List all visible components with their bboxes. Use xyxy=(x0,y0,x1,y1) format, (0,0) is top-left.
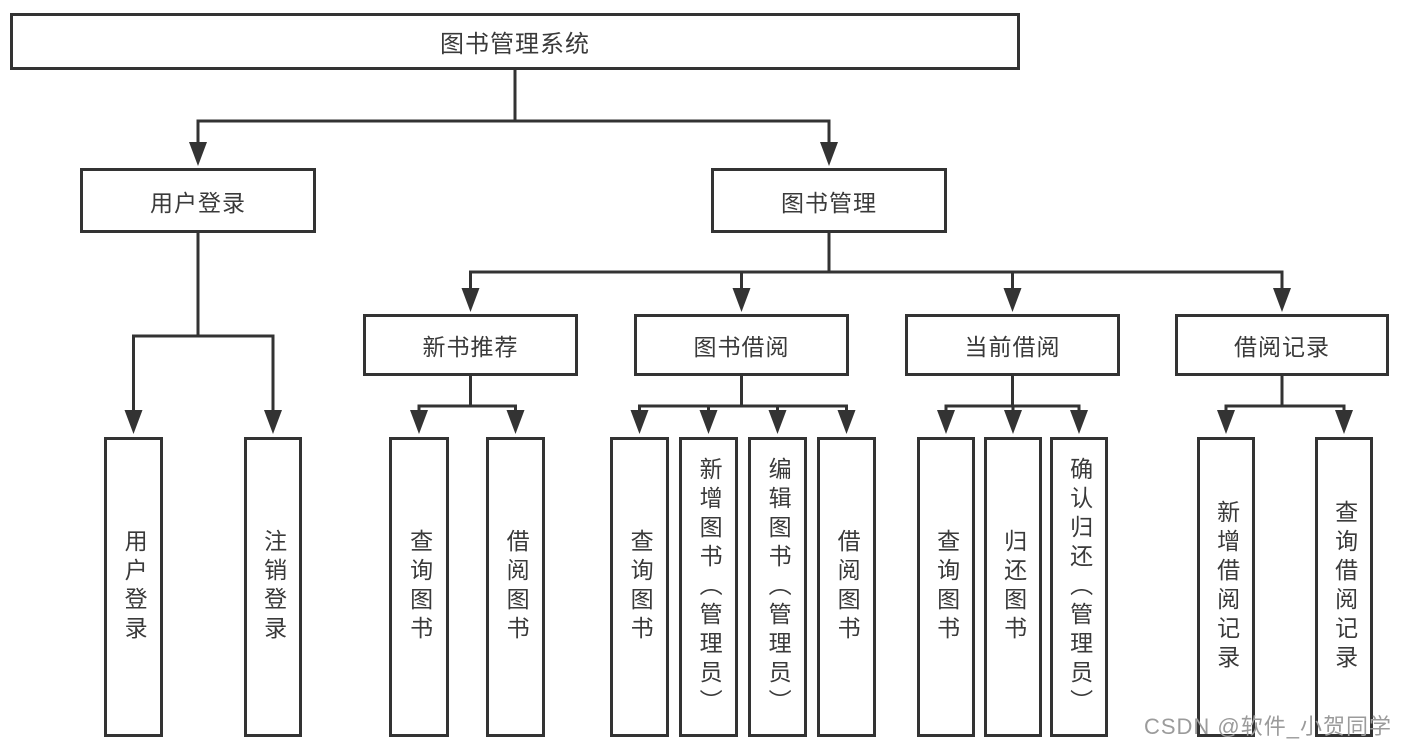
leaf-cb-confirm-return-admin: 确认归还（管理员） xyxy=(1050,437,1108,737)
leaf-br-query-borrow-record: 查询借阅记录 xyxy=(1315,437,1373,737)
leaf-nb-borrow-books: 借阅图书 xyxy=(486,437,545,737)
leaf-bb-query-books: 查询图书 xyxy=(610,437,669,737)
leaf-cb-confirm-return-admin-label: 确认归还（管理员） xyxy=(1066,456,1093,718)
leaf-bb-borrow-books: 借阅图书 xyxy=(817,437,876,737)
leaf-cb-return-books-label: 归还图书 xyxy=(1000,529,1027,645)
leaf-cb-query-books-label: 查询图书 xyxy=(933,529,960,645)
leaf-bb-add-books-admin: 新增图书（管理员） xyxy=(679,437,738,737)
leaf-logout-login: 注销登录 xyxy=(244,437,302,737)
leaf-bb-borrow-books-label: 借阅图书 xyxy=(834,529,861,645)
node-current-borrowing: 当前借阅 xyxy=(905,314,1120,376)
node-user-login: 用户登录 xyxy=(80,168,316,233)
leaf-br-add-borrow-record: 新增借阅记录 xyxy=(1197,437,1255,737)
node-book-management: 图书管理 xyxy=(711,168,947,233)
leaf-bb-add-books-admin-label: 新增图书（管理员） xyxy=(696,456,723,718)
leaf-cb-query-books: 查询图书 xyxy=(917,437,975,737)
leaf-user-login-label: 用户登录 xyxy=(121,529,148,645)
csdn-watermark: CSDN @软件_小贺同学 xyxy=(1143,714,1392,739)
leaf-br-query-borrow-record-label: 查询借阅记录 xyxy=(1331,500,1358,674)
leaf-logout-login-label: 注销登录 xyxy=(260,529,287,645)
leaf-bb-edit-books-admin: 编辑图书（管理员） xyxy=(748,437,807,737)
leaf-br-add-borrow-record-label: 新增借阅记录 xyxy=(1213,500,1240,674)
node-new-book-recommend: 新书推荐 xyxy=(363,314,578,376)
leaf-cb-return-books: 归还图书 xyxy=(984,437,1042,737)
leaf-nb-borrow-books-label: 借阅图书 xyxy=(503,529,530,645)
node-library-management-system: 图书管理系统 xyxy=(10,13,1020,70)
leaf-nb-query-books: 查询图书 xyxy=(389,437,449,737)
leaf-user-login: 用户登录 xyxy=(104,437,163,737)
leaf-nb-query-books-label: 查询图书 xyxy=(406,529,433,645)
leaf-bb-query-books-label: 查询图书 xyxy=(627,529,654,645)
node-book-borrowing: 图书借阅 xyxy=(634,314,849,376)
node-borrowing-records: 借阅记录 xyxy=(1175,314,1389,376)
leaf-bb-edit-books-admin-label: 编辑图书（管理员） xyxy=(765,456,792,718)
